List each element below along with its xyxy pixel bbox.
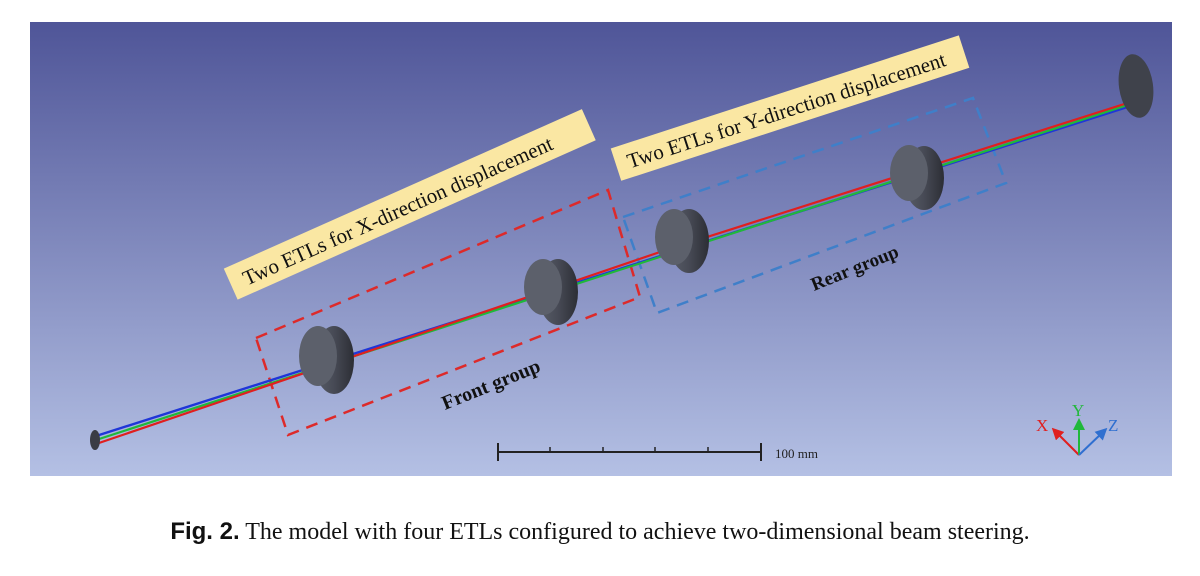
rear-group-box: [621, 96, 1008, 315]
scale-bar: 100 mm: [497, 443, 818, 461]
screen-disk: [1118, 54, 1154, 118]
z-axis-arrow: [1078, 427, 1108, 456]
lens-1: [299, 326, 354, 394]
lens-2: [524, 259, 578, 325]
caption-text: The model with four ETLs configured to a…: [245, 519, 1030, 545]
lens-3: [655, 209, 709, 273]
front-group-box: [254, 188, 642, 437]
source-disk: [90, 430, 100, 450]
figure-number: Fig. 2.: [170, 518, 240, 545]
x-axis-label: X: [1036, 416, 1048, 435]
y-axis-label: Y: [1072, 401, 1084, 420]
beam-green: [95, 99, 1141, 442]
axis-triad: X Y Z: [1036, 401, 1118, 456]
lens-4: [890, 145, 944, 210]
scale-label: 100 mm: [775, 446, 818, 461]
x-axis-arrow: [1051, 427, 1080, 456]
figure-caption: Fig. 2. The model with four ETLs configu…: [0, 518, 1200, 546]
z-axis-label: Z: [1108, 416, 1118, 435]
